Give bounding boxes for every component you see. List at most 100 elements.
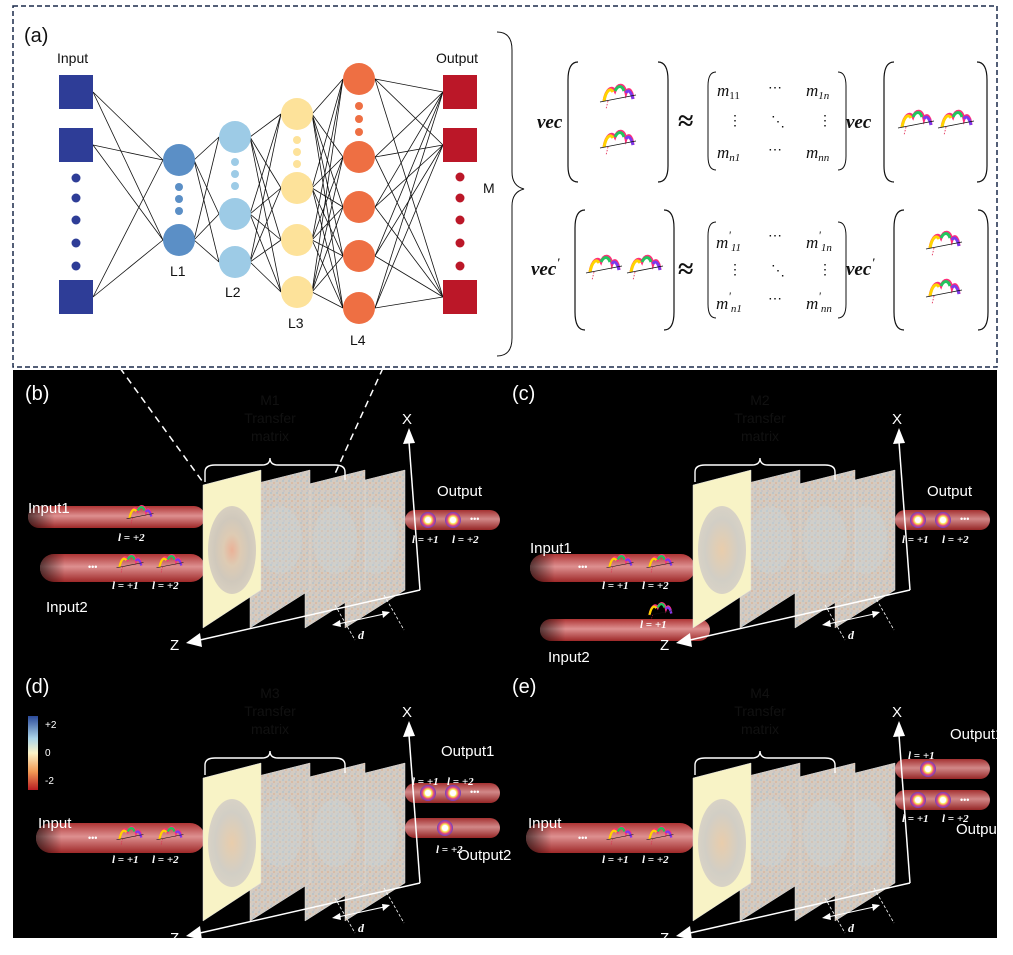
eq1-vec-lhs: vec [537,112,563,133]
eq2-hdots-bottom: ⋯ [768,292,782,307]
phase-pattern [313,799,357,867]
l3-node [281,172,313,204]
output-ellipsis-dot [455,238,465,248]
axis-x [898,734,911,884]
axis-z [689,882,911,934]
oam-mode-label: l = +1 [112,854,139,866]
l1-ellipsis-dot [175,207,183,215]
phase-pattern [258,506,302,574]
output-node [443,75,477,109]
distance-d-label: d [358,628,365,642]
beam-ellipsis: ••• [960,514,969,524]
transfer-matrix-title: M2 [750,392,770,408]
transfer-matrix-title: Transfer [244,703,296,719]
l3-node [281,98,313,130]
phase-pattern [208,799,256,887]
output-ellipsis-dot [455,215,465,225]
eq2-mnn: m'nn [806,289,832,315]
oam-mode-label: l = +1 [412,776,439,788]
eq2-vec-lhs: vec' [531,255,560,280]
oam-mode-label: l = +2 [152,854,179,866]
axis-x [408,441,421,591]
eq1-matrix-bracket-left [707,71,717,171]
layer-l1 [163,144,195,256]
input-beam-label: Input2 [548,649,590,666]
oam-ring-icon [910,792,926,808]
input-node [59,128,93,162]
l2-label: L2 [225,284,241,300]
l1-label: L1 [170,263,186,279]
phase-pattern [748,799,792,867]
l4-label: L4 [350,332,366,348]
output-beam-label: Output [437,483,483,500]
eq1-m1n: m1n [806,81,830,102]
distance-d-arrow [382,904,390,911]
l4-node [343,240,375,272]
colorbar-gradient [28,716,38,790]
output-ellipsis-dot [455,261,465,271]
l2-node [219,121,251,153]
axis-x-arrow [403,428,415,444]
transfer-matrix-title: M3 [260,685,280,701]
oam-mode-label: l = +1 [112,580,139,592]
oam-mode-label: l = +2 [942,813,969,825]
eq2-mnn-sub: nn [821,303,833,315]
output-label: Output [436,50,478,66]
eq1-approx: ≈ [678,106,693,137]
eq1-hdots-bottom: ⋯ [768,143,782,158]
axis-x-label: X [402,411,412,428]
distance-d-line [337,613,385,625]
eq1-hdots-top: ⋯ [768,81,782,96]
eq2-mn1-prime: ' [728,289,731,303]
phase-pattern [748,506,792,574]
eq1-mnn-sub: nn [818,152,830,164]
panel-label: (d) [25,676,49,698]
distance-d-label: d [848,921,855,935]
phase-pattern [803,799,847,867]
input-node [59,280,93,314]
layer-l4 [343,63,375,324]
l1-ellipsis-dot [175,195,183,203]
l3-node [281,224,313,256]
l1-ellipsis-dot [175,183,183,191]
eq2-m11-prime: ' [728,228,731,242]
distance-d-line [337,906,385,918]
panel-label: (e) [512,676,536,698]
l4-ellipsis-dot [355,115,363,123]
eq2-vec-rhs-prime: ' [871,255,875,270]
input-ellipsis-dot [71,215,81,225]
equation-1: vec ≈ m11 ⋯ m1n ⋮ ⋱ ⋮ mn1 ⋯ mnn vec [537,61,988,183]
distance-d-line [827,906,875,918]
l3-node [281,276,313,308]
input-beam-label: Input2 [46,599,88,616]
l1-node [163,224,195,256]
transfer-matrix-title: matrix [741,428,779,444]
eq1-mnn: mnn [806,143,830,164]
distance-d-arrow [332,913,341,920]
eq1-vdots-left: ⋮ [728,114,742,129]
eq2-paren2-right [977,209,989,331]
eq1-m11: m11 [717,81,740,102]
l2-ellipsis-dot [231,170,239,178]
eq2-paren-left [574,209,586,331]
distance-d-guide [873,887,895,924]
eq1-ddots: ⋱ [771,115,785,130]
transfer-matrix-title: matrix [251,428,289,444]
input-beam-label: Input1 [28,500,70,517]
eq2-vdots-right: ⋮ [818,263,832,278]
output-layer [443,75,477,314]
distance-d-guide [824,897,846,934]
axis-z [199,589,421,641]
oam-ring-icon [920,761,936,777]
panel-label: (b) [25,383,49,405]
axis-x-label: X [402,704,412,721]
axis-z-arrow [186,926,202,940]
input-ellipsis-dot [71,238,81,248]
l4-ellipsis-dot [355,128,363,136]
distance-d-guide [383,594,405,631]
oam-mode-label: l = +1 [602,854,629,866]
eq1-paren2-right [976,61,988,183]
eq1-mn1-base: m [717,143,729,162]
